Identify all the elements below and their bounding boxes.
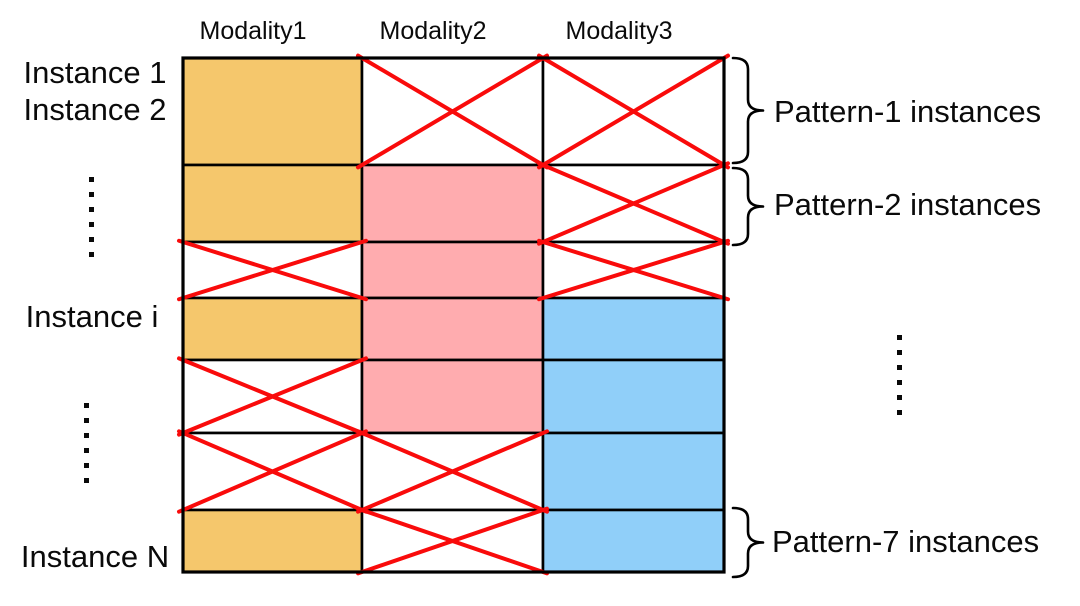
ellipsis-dot [897, 395, 902, 400]
ellipsis-dot [84, 478, 89, 483]
row-label-instance-i: Instance i [25, 299, 159, 334]
missing-x-icon [177, 356, 368, 437]
missing-x-icon [537, 238, 730, 302]
row-label-instance-n: Instance N [20, 539, 170, 574]
grid-cell-modality1 [181, 163, 364, 244]
grid-cell-modality1 [181, 508, 364, 574]
ellipsis-dot [89, 252, 94, 257]
curly-brace-icon [731, 56, 765, 165]
column-header-modality2: Modality2 [379, 17, 487, 45]
missing-x-icon [537, 161, 730, 246]
ellipsis-dot [84, 433, 89, 438]
missing-x-icon [177, 238, 368, 302]
missing-x-icon [356, 53, 549, 170]
ellipsis-dot [89, 237, 94, 242]
grid-cell-modality3 [541, 431, 726, 512]
ellipsis-dot [84, 463, 89, 468]
vertical-ellipsis-icon [84, 403, 89, 483]
ellipsis-dot [897, 380, 902, 385]
ellipsis-dot [89, 222, 94, 227]
vertical-ellipsis-icon [89, 177, 94, 257]
column-header-modality1: Modality1 [199, 17, 307, 45]
missing-x-icon [356, 429, 549, 514]
grid-cell-modality1 [181, 56, 364, 167]
missing-x-icon [356, 506, 549, 576]
ellipsis-dot [897, 350, 902, 355]
ellipsis-dot [897, 335, 902, 340]
row-label-instance-1: Instance 1 [23, 55, 167, 90]
grid-cell-modality1 [181, 296, 364, 362]
grid-cell-modality2 [360, 163, 545, 244]
column-header-modality3: Modality3 [565, 17, 673, 45]
curly-brace-icon [731, 166, 765, 247]
grid-cell-modality2 [360, 240, 545, 300]
ellipsis-dot [89, 177, 94, 182]
grid-cell-modality3 [541, 296, 726, 362]
missing-x-icon [177, 429, 368, 514]
ellipsis-dot [84, 448, 89, 453]
ellipsis-dot [897, 365, 902, 370]
annotation-pattern-1-instances: Pattern-1 instances [774, 94, 1042, 129]
annotation-pattern-2-instances: Pattern-2 instances [774, 187, 1042, 222]
grid-outer-border [181, 56, 726, 574]
grid-cell-modality3 [541, 358, 726, 435]
annotation-pattern-7-instances: Pattern-7 instances [772, 524, 1040, 559]
curly-brace-icon [731, 506, 765, 579]
grid-cell-modality2 [360, 296, 545, 362]
ellipsis-dot [84, 418, 89, 423]
ellipsis-dot [89, 207, 94, 212]
missing-x-icon [537, 53, 730, 170]
grid-cell-modality2 [360, 358, 545, 435]
ellipsis-dot [897, 410, 902, 415]
row-label-instance-2: Instance 2 [23, 92, 167, 127]
vertical-ellipsis-icon [897, 335, 902, 415]
ellipsis-dot [89, 192, 94, 197]
grid-cell-modality3 [541, 508, 726, 574]
ellipsis-dot [84, 403, 89, 408]
